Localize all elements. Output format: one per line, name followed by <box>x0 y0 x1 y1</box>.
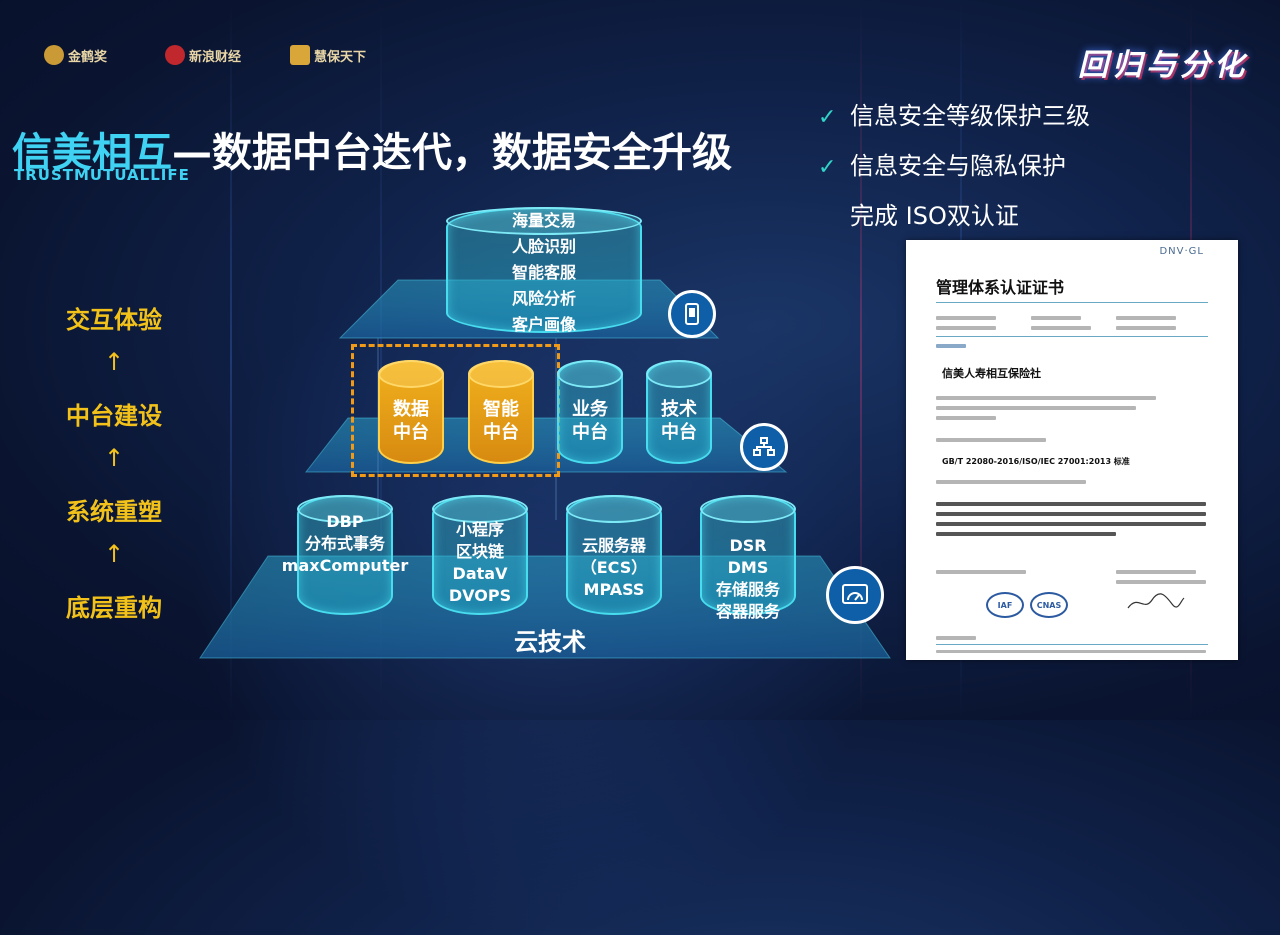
cylinder-line: 中台 <box>470 421 532 444</box>
cylinder-top <box>468 360 534 388</box>
cylinder-line: 小程序 <box>434 519 526 541</box>
cylinder-line: MPASS <box>568 579 660 601</box>
dashboard-icon <box>826 566 884 624</box>
cylinder-tech-platform: 技术 中台 <box>646 360 712 464</box>
cylinder-line: 云服务器 <box>568 535 660 557</box>
cylinder-line: 存储服务 <box>702 579 794 601</box>
certificate-image: DNV·GL 管理体系认证证书 信美人寿相互保险社 GB/T 22080-201… <box>906 240 1238 660</box>
fine-print <box>936 480 1086 484</box>
certificate-rule <box>936 644 1208 645</box>
fine-print <box>936 326 996 330</box>
iaf-seal-icon: IAF <box>986 592 1024 618</box>
cylinder-line: DMS <box>702 557 794 579</box>
cylinder-line: 中台 <box>380 421 442 444</box>
cylinder-top <box>378 360 444 388</box>
cylinder-dbp: DBP 分布式事务 maxComputer <box>297 495 393 615</box>
certificate-company: 信美人寿相互保险社 <box>942 365 1041 381</box>
fine-print <box>936 438 1046 442</box>
cloud-tech-label: 云技术 <box>490 622 610 657</box>
cylinder-top <box>557 360 623 388</box>
cylinder-applications: 海量交易 人脸识别 智能客服 风险分析 客户画像 <box>446 207 642 333</box>
cylinder-line: 分布式事务 <box>269 533 421 555</box>
cylinder-line: maxComputer <box>269 555 421 577</box>
cylinder-line: 容器服务 <box>702 601 794 623</box>
cylinder-text: 智能 中台 <box>470 398 532 445</box>
cylinder-ecs: 云服务器 （ECS） MPASS <box>566 495 662 615</box>
cylinder-miniprogram: 小程序 区块链 DataV DVOPS <box>432 495 528 615</box>
fine-print <box>936 416 996 420</box>
cylinder-line: （ECS） <box>568 557 660 579</box>
fine-print <box>936 502 1206 506</box>
cylinder-line: 中台 <box>648 421 710 444</box>
cylinder-applications-text: 海量交易 人脸识别 智能客服 风险分析 客户画像 <box>448 208 640 338</box>
cylinder-text: 云服务器 （ECS） MPASS <box>568 535 660 601</box>
cylinder-text: 小程序 区块链 DataV DVOPS <box>434 519 526 607</box>
cylinder-data-platform: 数据 中台 <box>378 360 444 464</box>
fine-print <box>936 532 1116 536</box>
fine-print <box>1116 570 1196 574</box>
fine-print <box>936 344 966 348</box>
cylinder-top <box>646 360 712 388</box>
certificate-title: 管理体系认证证书 <box>936 274 1064 298</box>
fine-print <box>936 570 1026 574</box>
cylinder-line: DSR <box>702 535 794 557</box>
cylinder-text: 数据 中台 <box>380 398 442 445</box>
certificate-rule <box>936 336 1208 337</box>
app-label: 人脸识别 <box>448 234 640 260</box>
fine-print <box>1031 326 1091 330</box>
certificate-standard: GB/T 22080-2016/ISO/IEC 27001:2013 标准 <box>942 456 1130 467</box>
signature-icon <box>1126 590 1186 614</box>
cylinder-top <box>700 495 796 523</box>
cylinder-text: DSR DMS 存储服务 容器服务 <box>702 535 794 623</box>
certificate-rule <box>936 302 1208 303</box>
fine-print <box>936 636 976 640</box>
fine-print <box>1116 316 1176 320</box>
cylinder-line: 数据 <box>380 398 442 421</box>
mobile-icon <box>668 290 716 338</box>
cylinder-line: 智能 <box>470 398 532 421</box>
certificate-issuer: DNV·GL <box>1159 246 1204 257</box>
app-label: 客户画像 <box>448 312 640 338</box>
app-label: 智能客服 <box>448 260 640 286</box>
cylinder-text: 业务 中台 <box>559 398 621 445</box>
cylinder-business-platform: 业务 中台 <box>557 360 623 464</box>
fine-print <box>1116 326 1176 330</box>
fine-print <box>936 396 1156 400</box>
cylinder-ai-platform: 智能 中台 <box>468 360 534 464</box>
fine-print <box>936 316 996 320</box>
fine-print <box>936 406 1136 410</box>
cylinder-text: DBP 分布式事务 maxComputer <box>269 511 421 577</box>
fine-print <box>1031 316 1081 320</box>
app-label: 风险分析 <box>448 286 640 312</box>
cylinder-line: DBP <box>269 511 421 533</box>
cylinder-line: DataV <box>434 563 526 585</box>
cylinder-line: 业务 <box>559 398 621 421</box>
cylinder-line: 技术 <box>648 398 710 421</box>
cylinder-top <box>566 495 662 523</box>
network-icon <box>740 423 788 471</box>
app-label: 海量交易 <box>448 208 640 234</box>
cylinder-line: 区块链 <box>434 541 526 563</box>
cylinder-line: DVOPS <box>434 585 526 607</box>
fine-print <box>936 512 1206 516</box>
fine-print <box>936 522 1206 526</box>
fine-print <box>1116 580 1206 584</box>
fine-print <box>936 650 1206 653</box>
cylinder-line: 中台 <box>559 421 621 444</box>
cylinder-text: 技术 中台 <box>648 398 710 445</box>
cylinder-dsr: DSR DMS 存储服务 容器服务 <box>700 495 796 615</box>
cnas-seal-icon: CNAS <box>1030 592 1068 618</box>
